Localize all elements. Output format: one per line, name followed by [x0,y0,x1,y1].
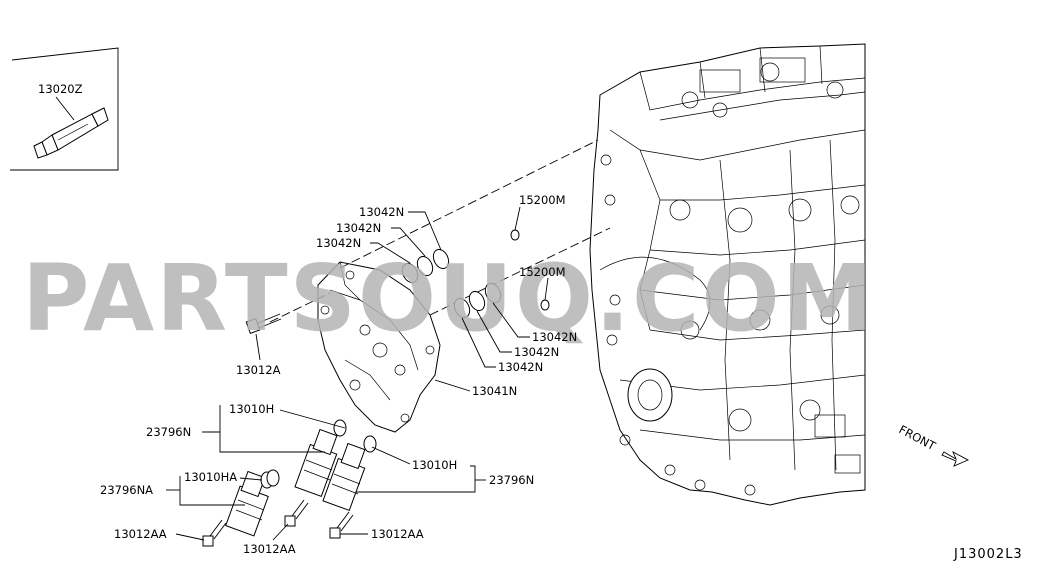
sealant-tube-icon [33,107,109,159]
seal-upper [510,229,520,241]
part-label-23796NA: 23796NA [100,483,153,497]
bolt-13012A [245,313,282,334]
part-label-13010HA: 13010HA [184,470,237,484]
solenoid-valve-middle [294,419,347,498]
o-ring-left-valve [266,469,280,487]
part-label-13012A: 13012A [236,363,281,377]
part-label-13020Z: 13020Z [38,82,83,96]
front-indicator: FRONT [897,422,970,467]
front-label: FRONT [897,422,939,453]
part-label-23796N-1: 23796N [146,425,191,439]
part-label-13042N-3: 13042N [316,236,361,250]
o-rings-lower [453,282,502,319]
engine-block [589,43,866,506]
front-cover [317,261,441,433]
bolt-13012AA-right [329,511,354,539]
part-label-13042N-1: 13042N [359,205,404,219]
leader-lines [166,206,549,541]
part-label-13010H-1: 13010H [229,402,274,416]
part-label-13042N-6: 13042N [498,360,543,374]
part-label-13012AA-2: 13012AA [243,542,296,556]
part-label-13010H-2: 13010H [412,458,457,472]
bolt-13012AA-left [202,519,227,547]
part-label-13042N-5: 13042N [514,345,559,359]
part-label-23796N-2: 23796N [489,473,534,487]
part-label-13012AA-3: 13012AA [371,527,424,541]
sealant-inset: 13020Z [10,47,119,171]
solenoid-valve-right [322,435,377,512]
part-label-15200M-1: 15200M [519,193,566,207]
front-arrow-icon [941,451,970,467]
bolt-13012AA-middle [284,499,309,527]
part-label-15200M-2: 15200M [519,265,566,279]
o-rings-upper [401,248,450,284]
diagram-code: J13002L3 [953,547,1023,562]
part-label-13012AA-1: 13012AA [114,527,167,541]
watermark: PARTSOUQ.COM [22,245,875,352]
part-label-13042N-4: 13042N [532,330,577,344]
part-label-13041N: 13041N [472,384,517,398]
part-label-13042N-2: 13042N [336,221,381,235]
